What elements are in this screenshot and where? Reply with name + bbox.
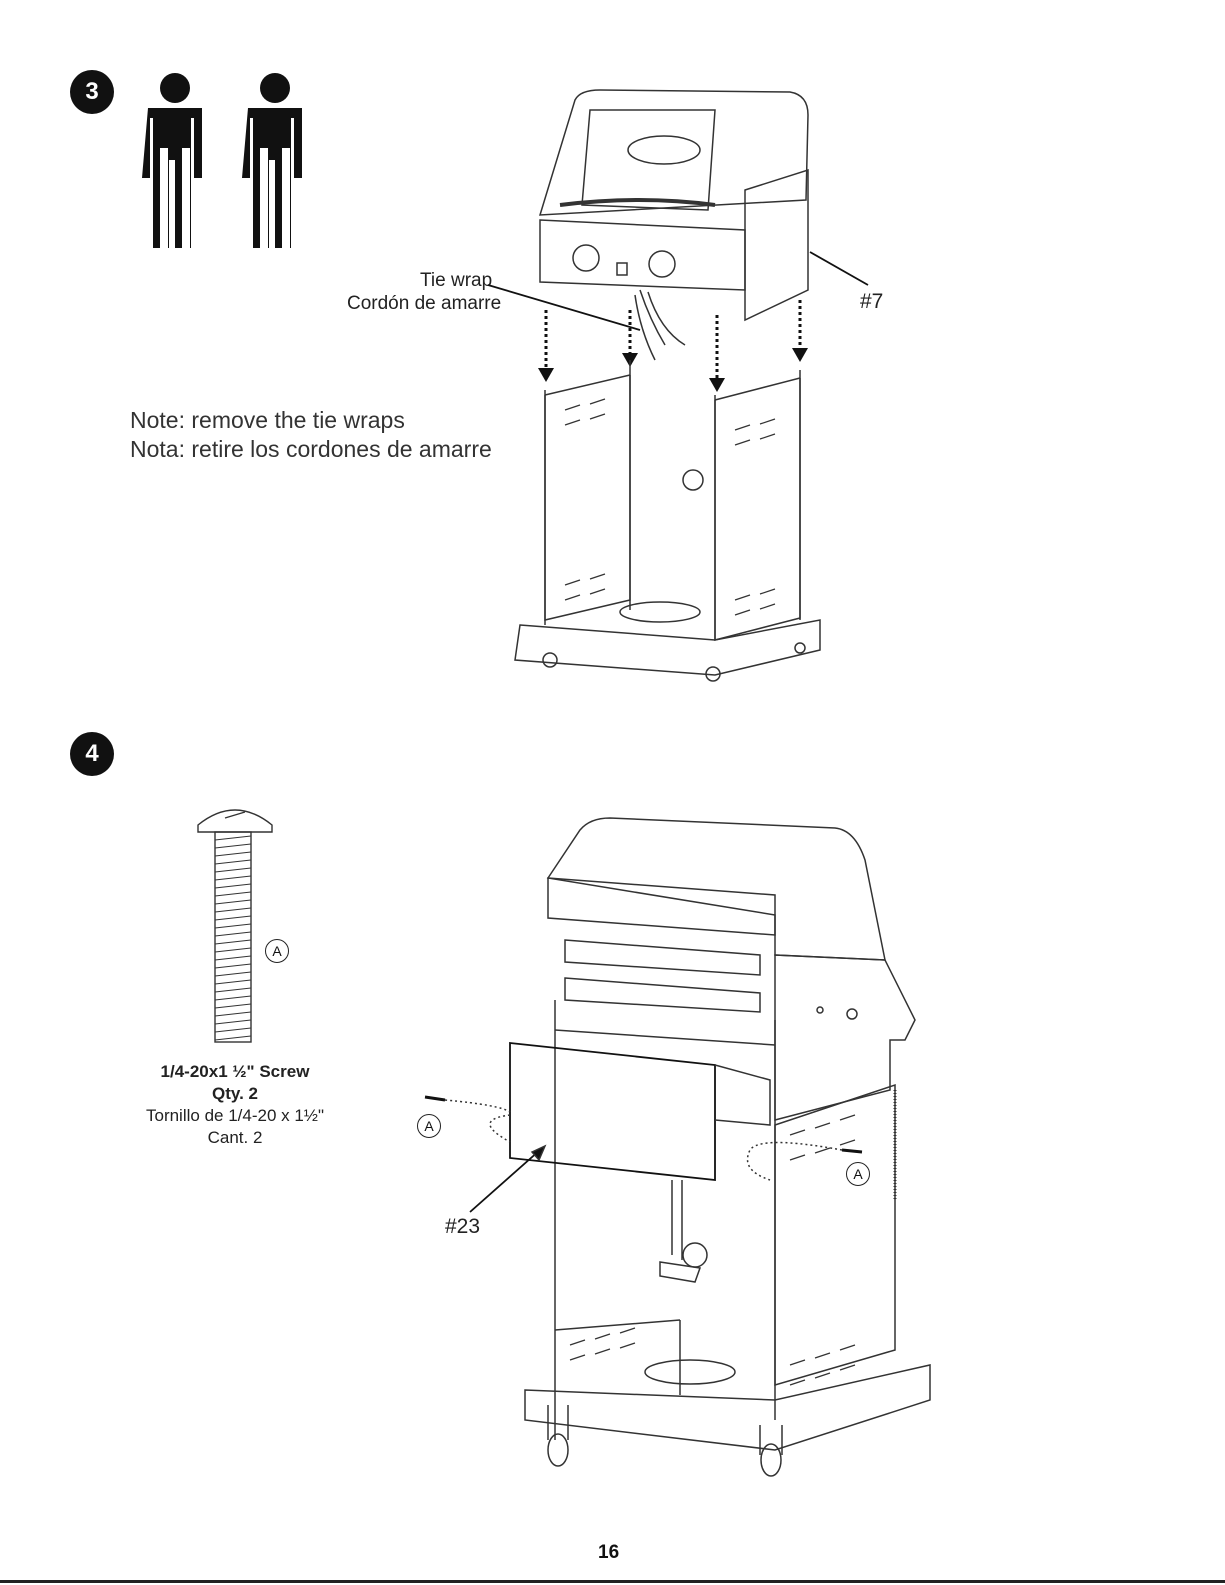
hardware-letter-a-icon: A (417, 1114, 441, 1138)
page-number: 16 (598, 1542, 619, 1564)
part-23-callout: #23 (445, 1215, 480, 1239)
hardware-letter-a-icon: A (846, 1162, 870, 1186)
page-bottom-rule (0, 1580, 1225, 1583)
